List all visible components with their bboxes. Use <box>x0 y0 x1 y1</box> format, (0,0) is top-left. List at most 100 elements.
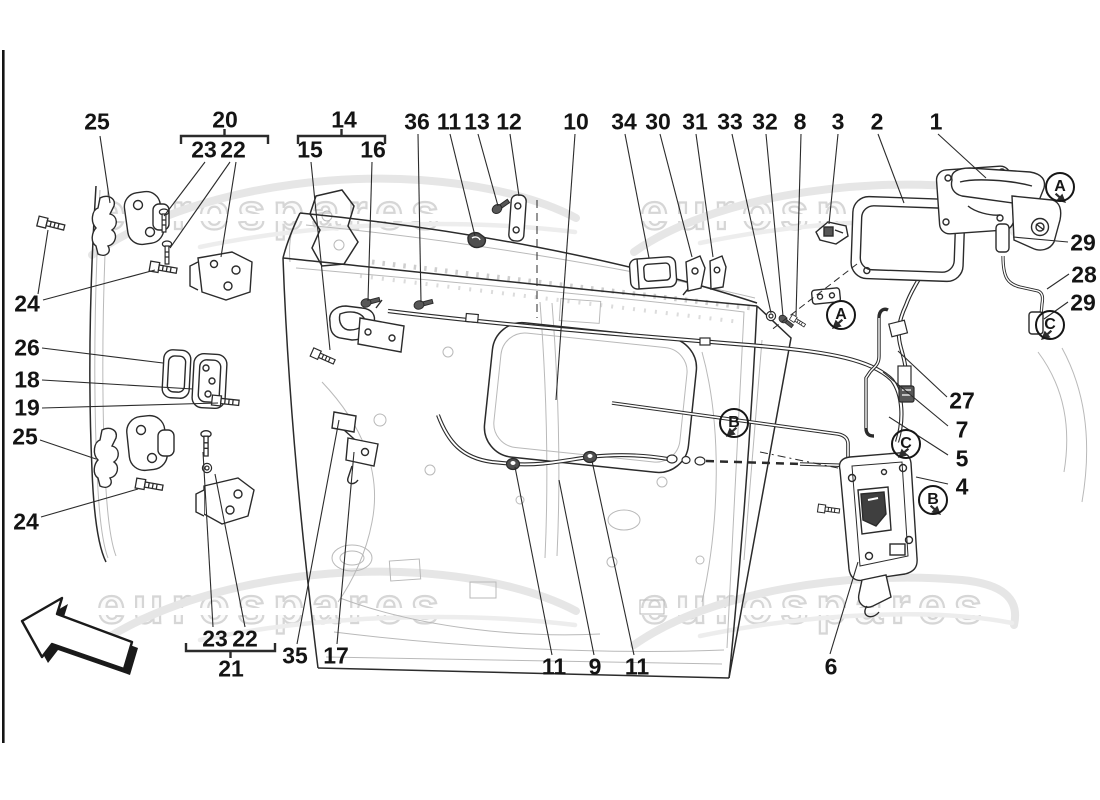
part-callout-33: 33 <box>717 108 743 135</box>
leader-line-22-top <box>169 161 231 249</box>
view-marker-A-door: A <box>826 300 856 330</box>
leader-line-25-low <box>39 439 97 460</box>
handle-gasket <box>850 195 966 283</box>
part-callout-23-top: 23 <box>191 136 217 163</box>
leader-line-6 <box>829 561 859 655</box>
part-callout-24-low: 24 <box>13 508 39 535</box>
direction-arrow <box>20 596 138 675</box>
leader-line-23-top <box>163 161 206 217</box>
part-callout-35: 35 <box>282 642 308 669</box>
cable-grommet <box>582 450 598 464</box>
part-callout-1: 1 <box>929 108 943 135</box>
part-callout-26: 26 <box>14 334 40 361</box>
leader-line-17 <box>336 451 355 645</box>
clip-part <box>467 231 487 249</box>
part-callout-4: 4 <box>955 473 969 500</box>
leader-line-34 <box>624 133 650 259</box>
leader-line-33 <box>731 133 772 314</box>
leader-line-11-bottom-right <box>591 460 635 656</box>
part-callout-32: 32 <box>752 108 778 135</box>
view-marker-B-lock: B <box>918 485 948 515</box>
group-bracket-14 <box>296 129 387 144</box>
part-callout-29-upper: 29 <box>1070 229 1096 256</box>
leader-line-7 <box>882 371 949 427</box>
part-callout-34: 34 <box>611 108 637 135</box>
part-callout-15: 15 <box>297 136 323 163</box>
leader-line-22-top <box>220 161 237 258</box>
part-callout-31: 31 <box>682 108 708 135</box>
bushing-29 <box>995 223 1010 253</box>
leader-line-35 <box>296 419 340 645</box>
leader-line-9 <box>558 479 595 656</box>
exterior-handle <box>935 165 1062 251</box>
clip-3 <box>815 221 849 245</box>
view-marker-B-door: B <box>719 408 749 438</box>
part-callout-20: 20 <box>212 106 238 133</box>
part-callout-17: 17 <box>323 642 349 669</box>
leader-line-24-top <box>37 229 49 295</box>
leader-line-23-low <box>202 451 214 628</box>
part-callout-24-top: 24 <box>14 290 40 317</box>
part-callout-27: 27 <box>949 387 975 414</box>
part-callout-8: 8 <box>793 108 807 135</box>
cable-grommet <box>505 457 521 471</box>
part-callout-2: 2 <box>870 108 884 135</box>
view-marker-C-lock: C <box>891 429 921 459</box>
view-marker-A-handle: A <box>1045 172 1075 202</box>
part-callout-11-bottom-left: 11 <box>541 653 567 680</box>
part-callout-12: 12 <box>496 108 522 135</box>
part-callout-28: 28 <box>1071 261 1097 288</box>
leader-line-22-low <box>214 473 246 628</box>
leader-line-8 <box>795 133 802 317</box>
leader-line-2 <box>877 133 905 204</box>
group-bracket-21 <box>184 643 277 658</box>
part-callout-22-top: 22 <box>220 136 246 163</box>
leader-line-24-top <box>42 269 156 301</box>
leader-line-36 <box>417 133 422 303</box>
part-callout-9: 9 <box>588 653 602 680</box>
leader-line-13 <box>477 133 499 207</box>
leader-line-24-low <box>40 488 139 518</box>
part-callout-18: 18 <box>14 366 40 393</box>
part-callout-7: 7 <box>955 416 969 443</box>
part-callout-25-low: 25 <box>12 423 38 450</box>
part-callout-23-low: 23 <box>202 625 228 652</box>
leader-line-30 <box>659 133 693 258</box>
door-inner-structure <box>94 187 1088 665</box>
watermark-text: eurospares <box>91 577 453 635</box>
leader-line-11-bottom-left <box>514 466 553 656</box>
part-callout-29-lower: 29 <box>1070 289 1096 316</box>
leader-line-25-top <box>99 135 111 204</box>
part-callout-5: 5 <box>955 445 969 472</box>
leader-line-32 <box>765 133 784 317</box>
part-callout-21: 21 <box>218 655 244 682</box>
part-callout-19: 19 <box>14 394 40 421</box>
part-callout-11-bottom-right: 11 <box>624 653 650 680</box>
group-bracket-20 <box>179 129 270 144</box>
part-callout-11-top: 11 <box>436 108 462 135</box>
part-callout-36: 36 <box>404 108 430 135</box>
door-lock <box>838 452 918 618</box>
leader-line-27 <box>897 350 948 398</box>
leader-line-1 <box>937 133 987 179</box>
part-callout-22-low: 22 <box>232 625 258 652</box>
leader-line-4 <box>915 476 949 485</box>
part-callout-16: 16 <box>360 136 386 163</box>
check-strap <box>331 411 379 485</box>
leader-line-11-top <box>449 133 476 237</box>
part-callout-10: 10 <box>563 108 589 135</box>
part-callout-3: 3 <box>831 108 845 135</box>
leader-line-16 <box>367 161 373 302</box>
leader-line-3 <box>828 133 839 225</box>
part-callout-30: 30 <box>645 108 671 135</box>
part-callout-25-top: 25 <box>84 108 110 135</box>
leader-line-12 <box>509 133 520 197</box>
leader-line-18 <box>41 379 194 390</box>
interior-handle <box>329 299 405 353</box>
cables-and-rods <box>387 246 940 490</box>
part-callout-14: 14 <box>331 106 357 133</box>
leader-line-10 <box>555 133 576 401</box>
leader-line-26 <box>41 347 164 364</box>
leader-line-31 <box>695 133 714 258</box>
